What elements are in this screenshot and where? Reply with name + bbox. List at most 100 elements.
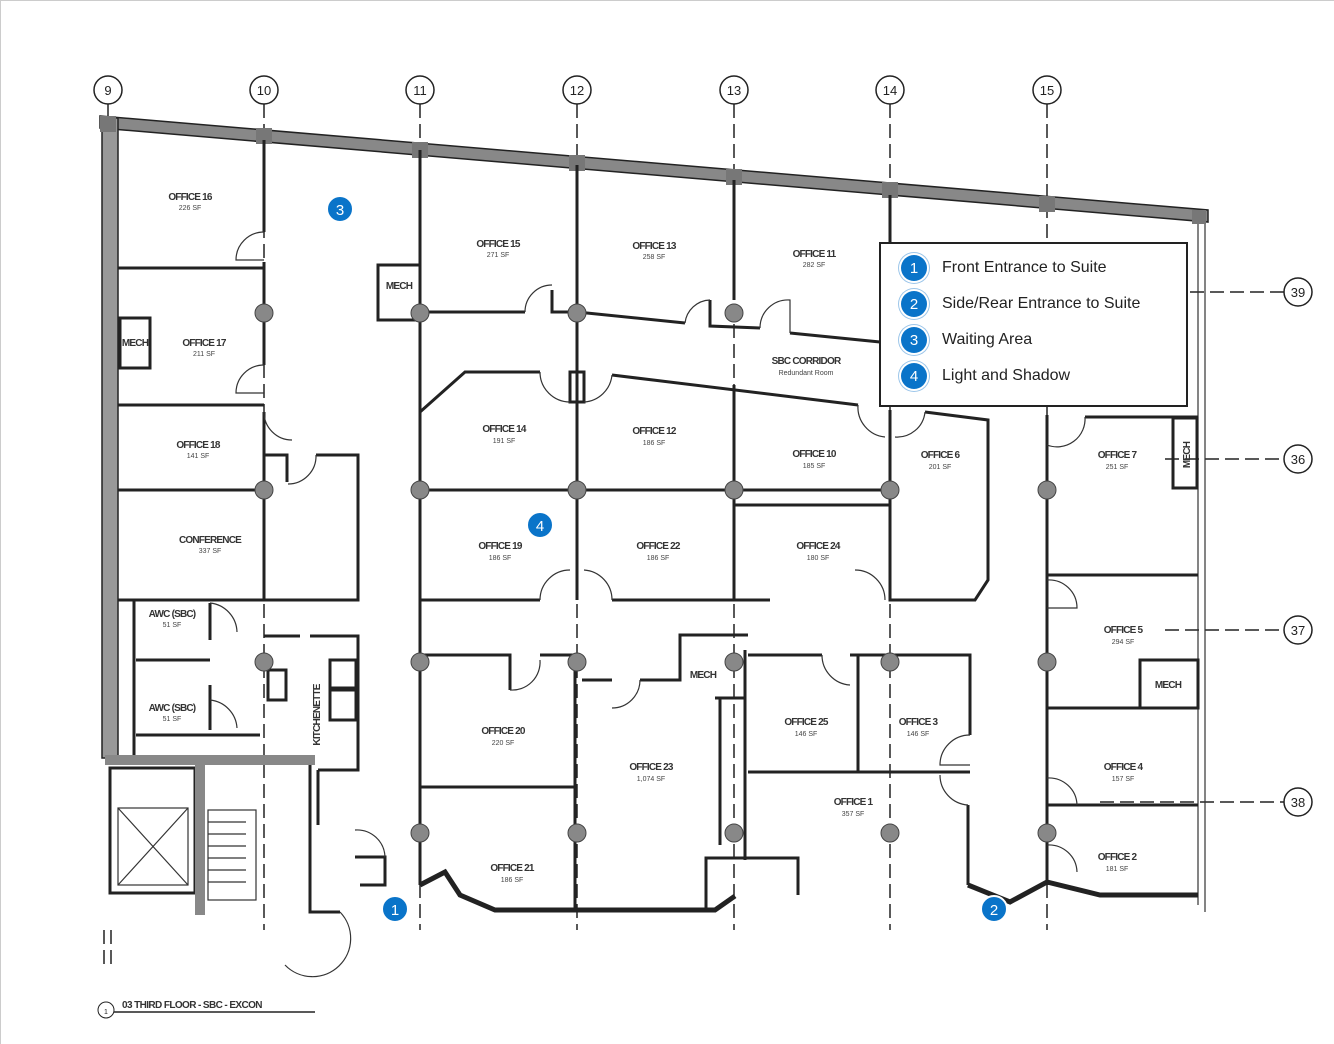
svg-text:36: 36 [1291, 452, 1305, 467]
svg-text:11: 11 [413, 83, 427, 98]
door-swings [209, 231, 1086, 978]
room-name: OFFICE 20 [481, 726, 526, 737]
legend-item-light-and-shadow: 4 Light and Shadow [901, 362, 1070, 390]
grid-bubble-13: 13 [719, 75, 749, 105]
room-name: OFFICE 2 [1098, 852, 1138, 863]
room-area: Redundant Room [779, 370, 834, 377]
room-area: 211 SF [193, 351, 215, 358]
svg-text:9: 9 [104, 83, 111, 98]
room-name: OFFICE 11 [793, 249, 837, 260]
structural-columns [254, 303, 1057, 843]
room-area: 51 SF [163, 622, 182, 629]
room-name: OFFICE 6 [921, 450, 961, 461]
grid-bubble-39: 39 [1283, 277, 1313, 307]
grid-bubble-9: 9 [93, 75, 123, 105]
room-name: OFFICE 10 [792, 449, 837, 460]
room-area: 185 SF [803, 463, 826, 470]
marker-waiting-area[interactable]: 3 [326, 195, 354, 223]
room-area: 146 SF [795, 731, 818, 738]
room-name: OFFICE 13 [632, 241, 677, 252]
room-name: OFFICE 17 [182, 338, 227, 349]
room-area: 1,074 SF [637, 776, 665, 783]
marker-side-rear-entrance[interactable]: 2 [980, 895, 1008, 923]
room-name: OFFICE 4 [1104, 762, 1144, 773]
legend-marker-1: 1 [901, 255, 927, 281]
room-area: 146 SF [907, 731, 930, 738]
legend-label: Waiting Area [942, 331, 1033, 348]
legend-label: Light and Shadow [942, 367, 1071, 384]
room-name: MECH [1155, 680, 1182, 691]
room-area: 181 SF [1106, 866, 1129, 873]
room-area: 141 SF [187, 453, 210, 460]
svg-text:3: 3 [336, 202, 344, 219]
room-area: 180 SF [807, 555, 830, 562]
legend-marker-4: 4 [901, 363, 927, 389]
svg-text:2: 2 [990, 902, 998, 919]
svg-text:10: 10 [257, 83, 271, 98]
room-name: MECH [1182, 441, 1193, 468]
room-area: 201 SF [929, 464, 952, 471]
legend-item-side-rear-entrance: 2 Side/Rear Entrance to Suite [901, 290, 1140, 318]
room-area: 186 SF [647, 555, 670, 562]
room-area: 294 SF [1112, 639, 1135, 646]
svg-text:03 THIRD FLOOR - SBC - EXCON: 03 THIRD FLOOR - SBC - EXCON [122, 1000, 262, 1011]
grid-lines [103, 104, 1284, 965]
legend-label: Front Entrance to Suite [942, 259, 1107, 276]
marker-light-and-shadow[interactable]: 4 [526, 511, 554, 539]
room-name: MECH [386, 281, 413, 292]
room-name: MECH [690, 670, 717, 681]
svg-text:38: 38 [1291, 795, 1305, 810]
svg-text:1: 1 [104, 1009, 108, 1016]
room-name: OFFICE 3 [899, 717, 939, 728]
legend-marker-3: 3 [901, 327, 927, 353]
svg-text:15: 15 [1040, 83, 1054, 98]
room-name: CONFERENCE [179, 535, 242, 546]
legend: 1 Front Entrance to Suite 2 Side/Rear En… [879, 242, 1188, 407]
grid-bubble-38: 38 [1283, 787, 1313, 817]
grid-bubble-11: 11 [405, 75, 435, 105]
room-name: OFFICE 5 [1104, 625, 1144, 636]
svg-text:39: 39 [1291, 285, 1305, 300]
room-name: AWC (SBC) [149, 609, 196, 620]
room-area: 357 SF [842, 811, 865, 818]
grid-bubble-15: 15 [1032, 75, 1062, 105]
grid-bubble-36: 36 [1283, 444, 1313, 474]
svg-text:37: 37 [1291, 623, 1305, 638]
svg-text:14: 14 [883, 83, 897, 98]
room-name: OFFICE 7 [1098, 450, 1138, 461]
room-name: OFFICE 24 [796, 541, 841, 552]
room-area: 220 SF [492, 740, 515, 747]
room-name: OFFICE 12 [632, 426, 677, 437]
room-name: MECH [122, 338, 149, 349]
room-area: 337 SF [199, 548, 222, 555]
room-area: 251 SF [1106, 464, 1129, 471]
room-name: OFFICE 25 [784, 717, 829, 728]
room-name: OFFICE 23 [629, 762, 674, 773]
wall-columns [100, 116, 1206, 224]
exterior-walls [99, 115, 1209, 913]
room-area: 271 SF [487, 252, 510, 259]
svg-text:4: 4 [536, 518, 544, 535]
room-name: OFFICE 1 [834, 797, 874, 808]
room-name: AWC (SBC) [149, 703, 196, 714]
legend-label: Side/Rear Entrance to Suite [942, 295, 1141, 312]
room-name: SBC CORRIDOR [772, 356, 842, 367]
room-area: 191 SF [493, 438, 516, 445]
grid-bubble-10: 10 [249, 75, 279, 105]
room-name: OFFICE 21 [490, 863, 535, 874]
drawing-title: 1 03 THIRD FLOOR - SBC - EXCON [97, 1000, 315, 1019]
grid-bubble-14: 14 [875, 75, 905, 105]
svg-text:13: 13 [727, 83, 741, 98]
svg-text:1: 1 [391, 902, 399, 919]
room-area: 186 SF [501, 877, 524, 884]
grid-bubble-12: 12 [562, 75, 592, 105]
room-name: OFFICE 14 [482, 424, 527, 435]
legend-item-waiting-area: 3 Waiting Area [901, 326, 1032, 354]
marker-front-entrance[interactable]: 1 [381, 895, 409, 923]
room-area: 157 SF [1112, 776, 1135, 783]
grid-bubble-37: 37 [1283, 615, 1313, 645]
legend-item-front-entrance: 1 Front Entrance to Suite [901, 254, 1107, 282]
room-name: OFFICE 19 [478, 541, 523, 552]
svg-text:12: 12 [570, 83, 584, 98]
